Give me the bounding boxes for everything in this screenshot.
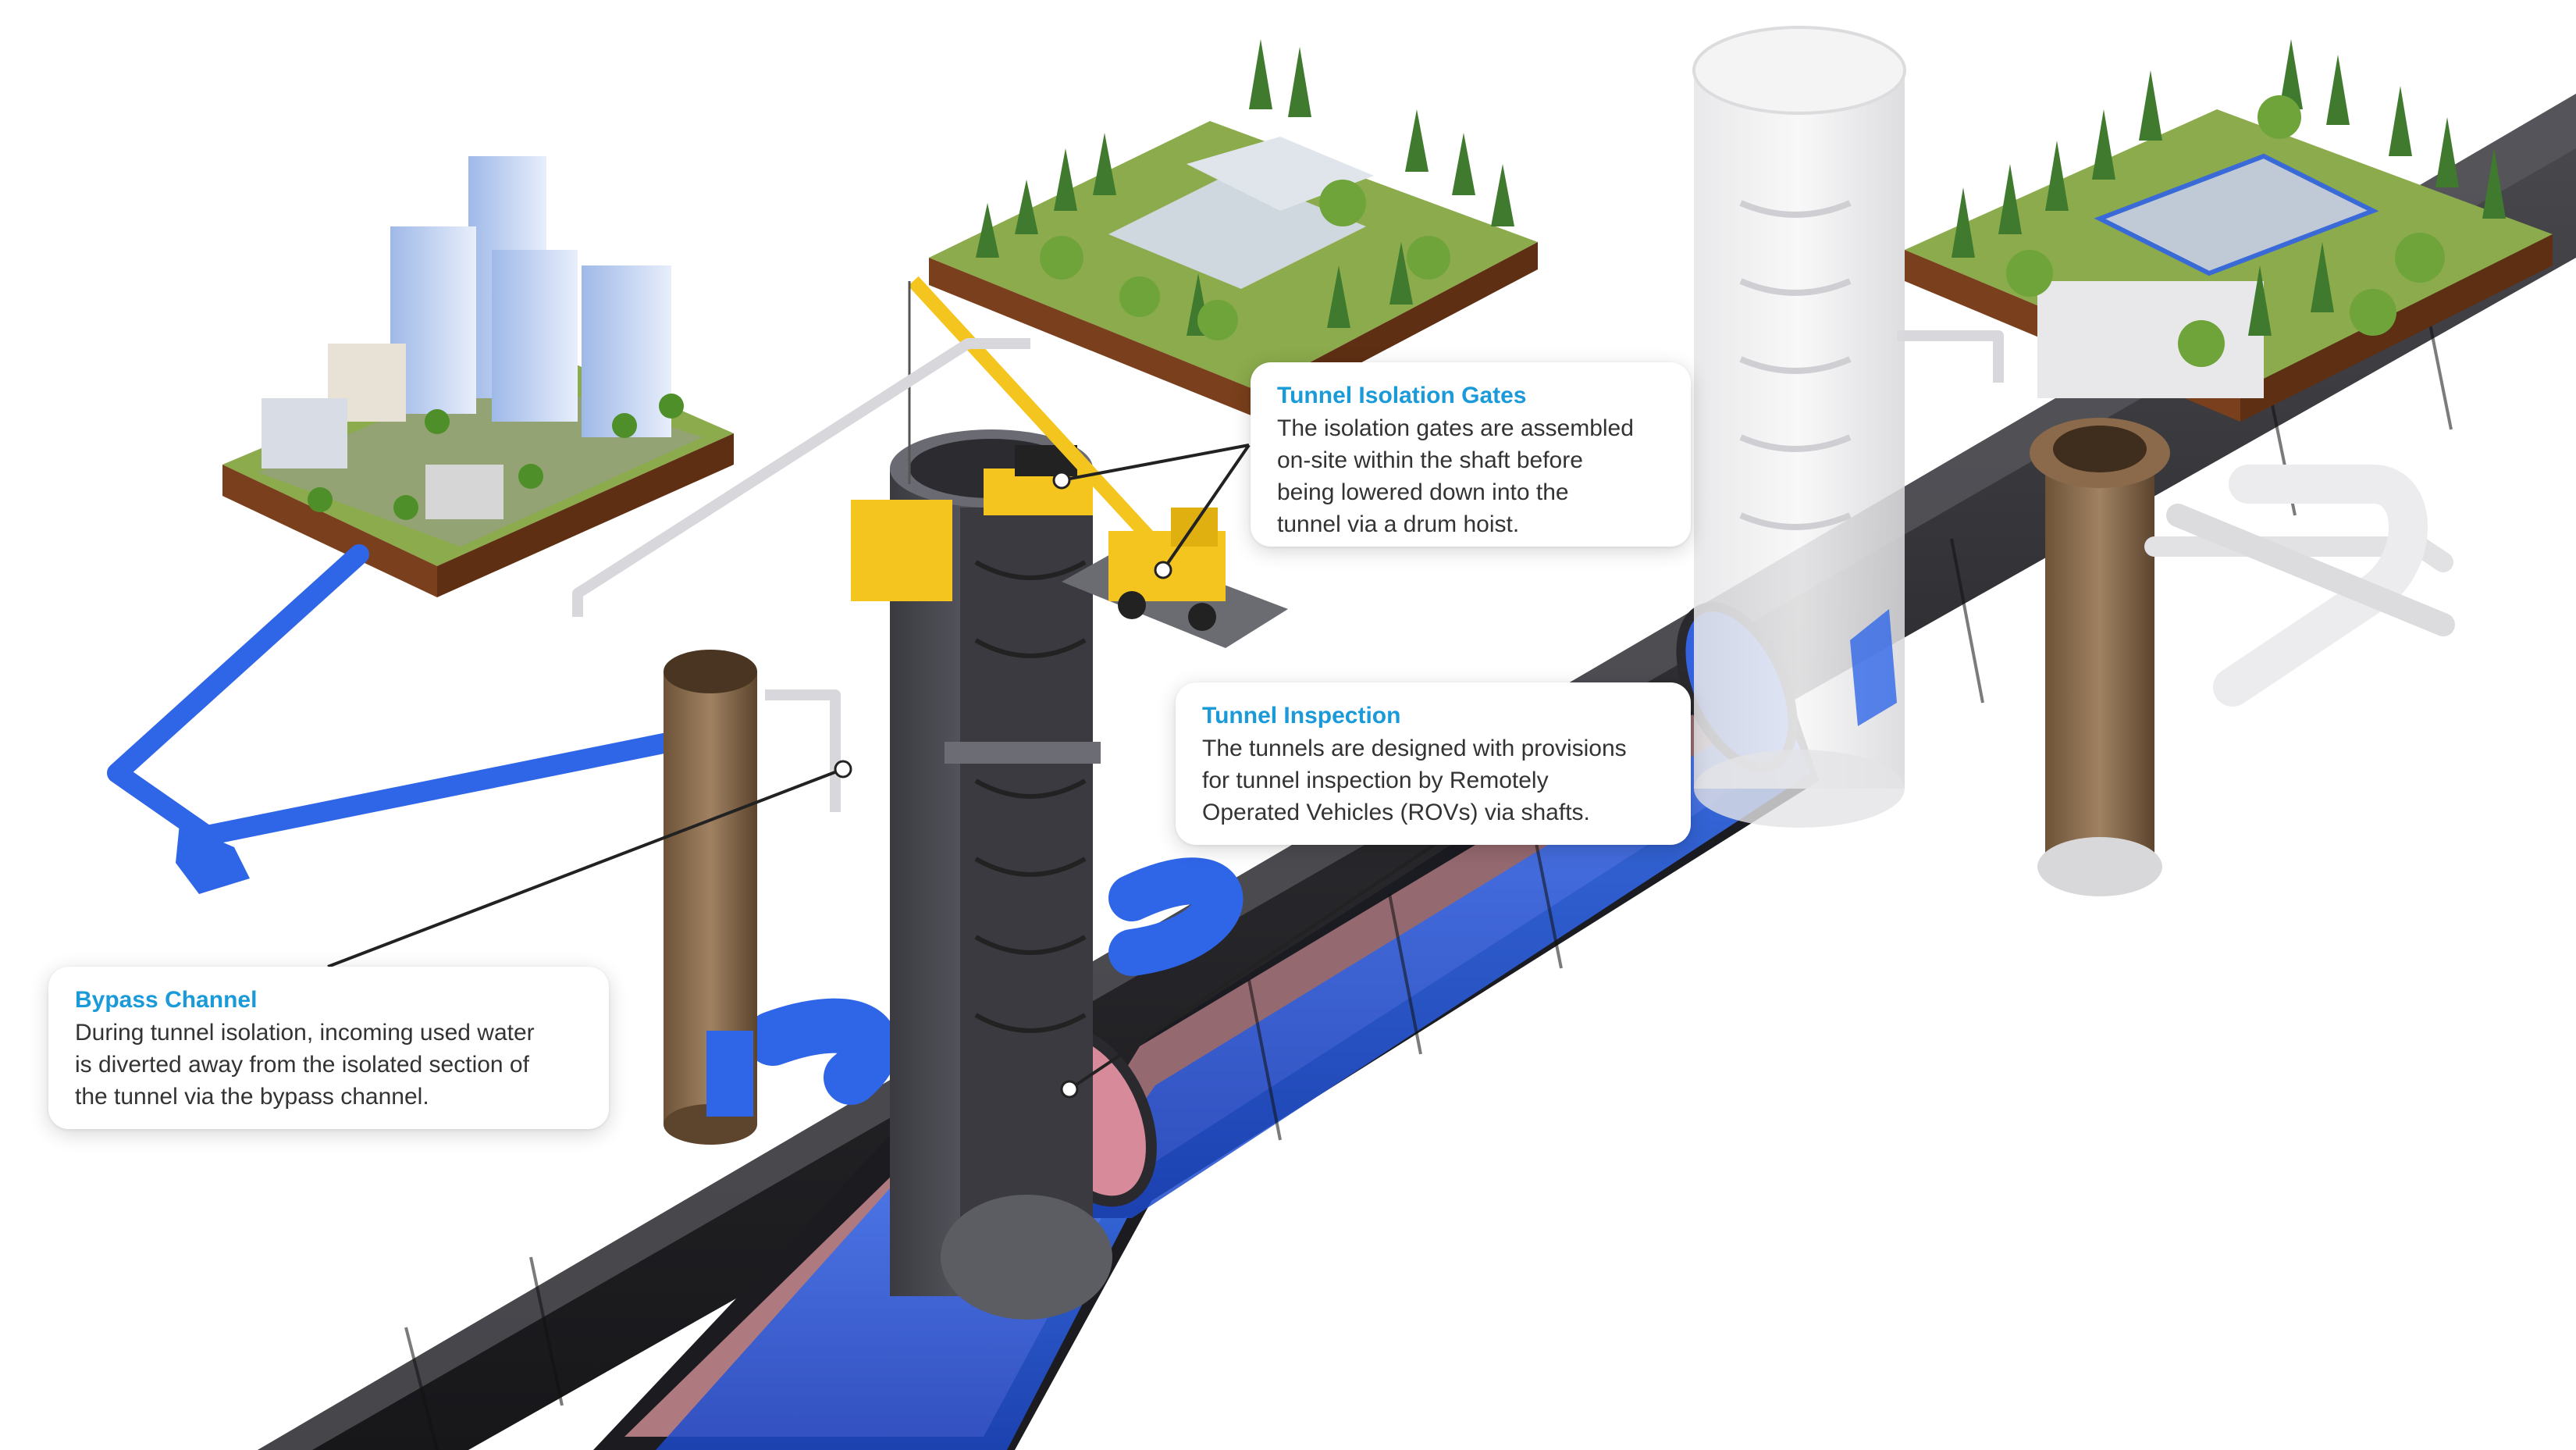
building [492, 250, 578, 422]
transparent-shaft [1692, 26, 1906, 828]
city-block [222, 156, 734, 597]
leader-lines [327, 444, 1438, 1099]
callout-body: The tunnels are designed with provisions… [1202, 736, 1627, 825]
right-brown-shaft [2030, 418, 2455, 896]
callout-body: During tunnel isolation, incoming used w… [75, 1020, 535, 1110]
treatment-plant-forest [929, 39, 1538, 418]
hoist-frame [851, 500, 952, 601]
callout-title: Tunnel Inspection [1202, 703, 1401, 729]
building [425, 465, 503, 519]
callout-title: Bypass Channel [75, 987, 258, 1013]
main-access-shaft [851, 429, 1112, 1320]
bypass-shaft [664, 650, 757, 1145]
right-treatment-plant [1905, 39, 2553, 422]
callout-tunnel-isolation-gates: Tunnel Isolation Gates The isolation gat… [1251, 362, 1691, 547]
building [262, 398, 347, 468]
building [582, 265, 671, 437]
callout-body: The isolation gates are assembled on-sit… [1277, 415, 1634, 537]
callout-tunnel-inspection: Tunnel Inspection The tunnels are design… [1176, 682, 1691, 845]
callout-bypass-channel: Bypass Channel During tunnel isolation, … [48, 967, 609, 1129]
callout-title: Tunnel Isolation Gates [1277, 383, 1527, 408]
